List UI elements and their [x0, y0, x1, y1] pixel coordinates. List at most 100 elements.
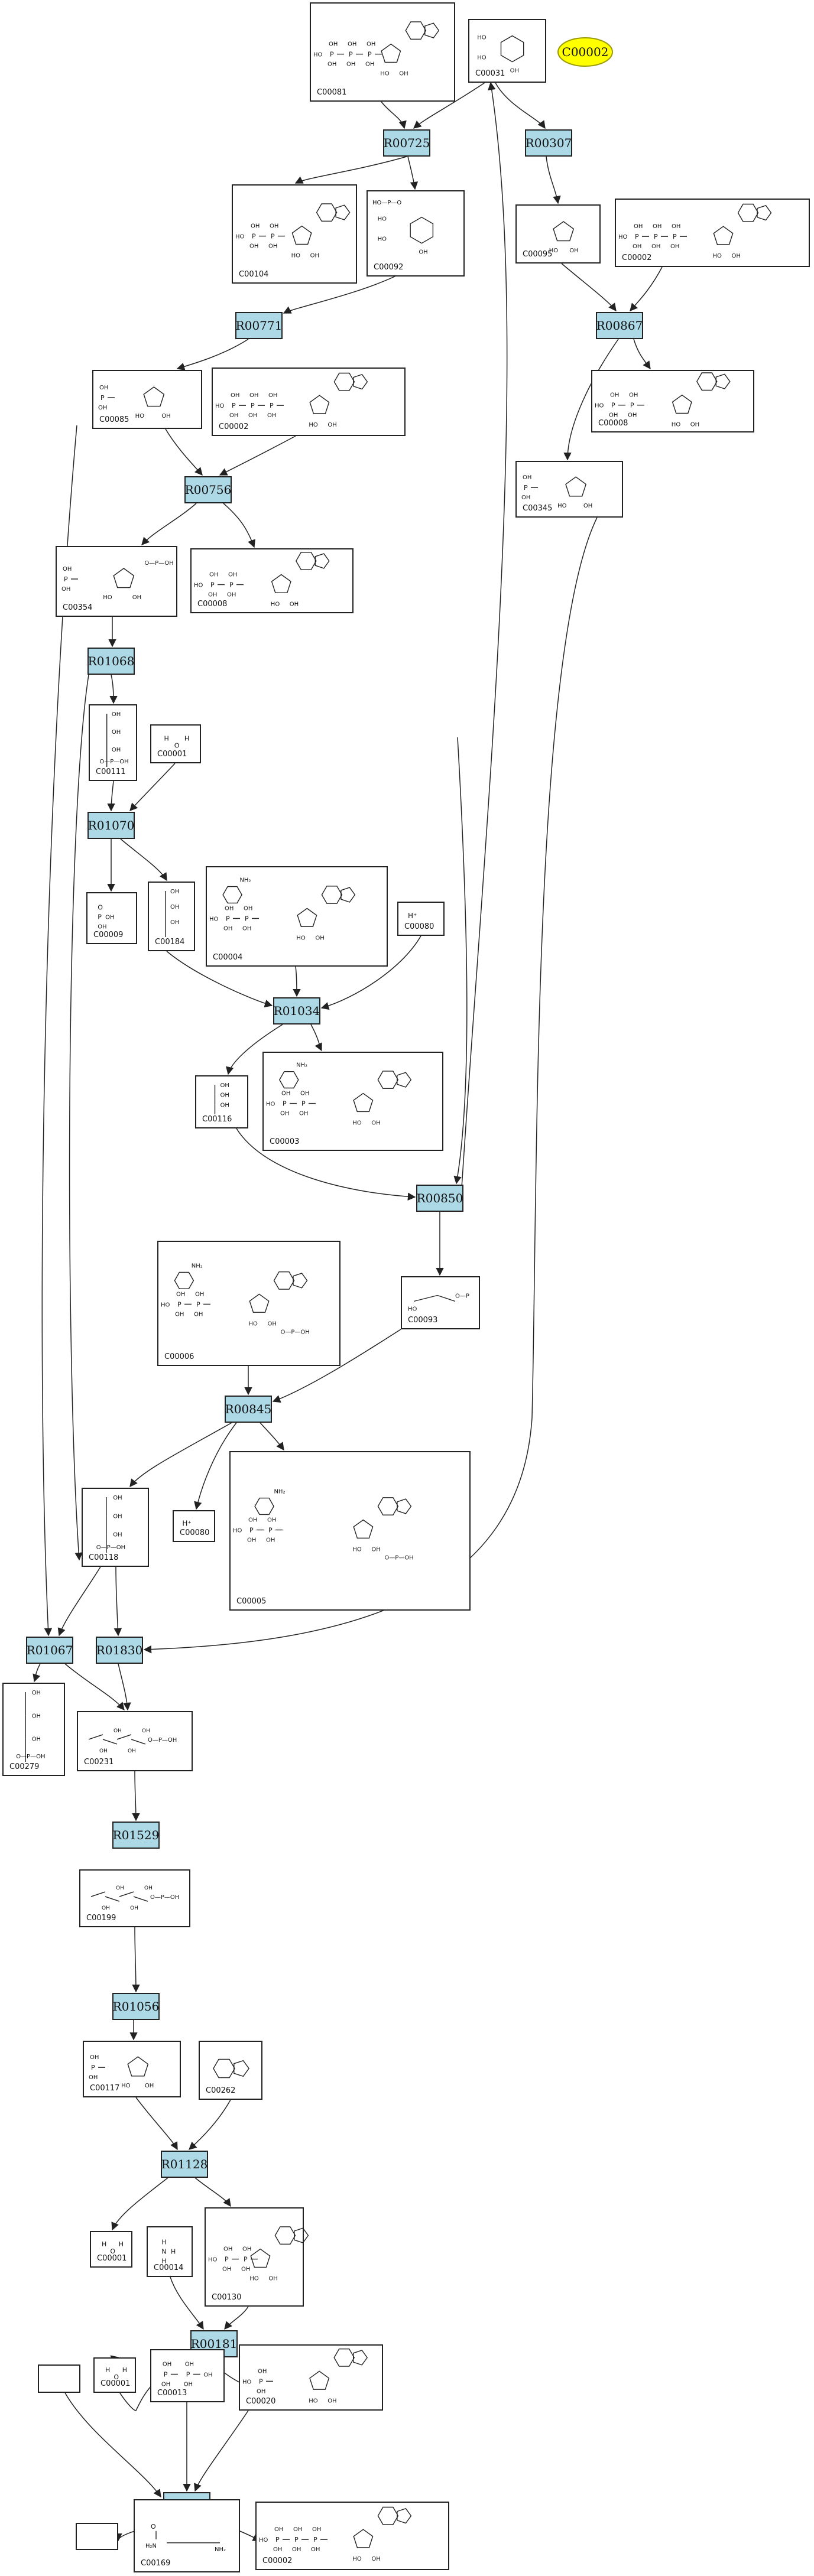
svg-text:NH₂: NH₂ [215, 2546, 226, 2553]
compound-id: C00001 [97, 2254, 127, 2263]
reaction-r01056[interactable]: R01056 [112, 1993, 160, 2020]
svg-text:OH: OH [220, 1102, 229, 1108]
svg-text:O—P—OH: O—P—OH [144, 560, 173, 567]
svg-text:OH: OH [523, 474, 531, 481]
svg-text:HO: HO [309, 2398, 318, 2404]
svg-text:OH: OH [194, 1311, 203, 1318]
compound-c00262[interactable]: C00262 [199, 2041, 262, 2100]
svg-text:P: P [259, 2377, 263, 2385]
reaction-r01128[interactable]: R01128 [161, 2151, 208, 2178]
svg-text:OH: OH [209, 572, 218, 578]
svg-text:H: H [184, 735, 189, 743]
svg-text:OH: OH [98, 405, 107, 411]
svg-text:OH: OH [268, 2276, 277, 2282]
svg-text:OH: OH [327, 2398, 336, 2404]
compound-id: C00095 [523, 250, 553, 259]
svg-text:P: P [330, 51, 334, 58]
reaction-r01034[interactable]: R01034 [273, 997, 320, 1024]
svg-text:OH: OH [651, 243, 660, 250]
reaction-r01068[interactable]: R01068 [87, 648, 135, 675]
reaction-r01067[interactable]: R01067 [26, 1637, 73, 1664]
compound-id: C00104 [239, 270, 269, 279]
svg-text:O—P—OH: O—P—OH [99, 759, 128, 765]
compound-c00080-top[interactable]: H⁺C00080 [397, 902, 445, 936]
svg-text:OH: OH [270, 223, 278, 230]
reaction-r00845[interactable]: R00845 [225, 1396, 272, 1423]
reaction-r01070[interactable]: R01070 [87, 812, 135, 839]
compound-id: C00081 [317, 88, 347, 97]
svg-text:H: H [105, 2366, 110, 2374]
reaction-r00867[interactable]: R00867 [596, 312, 643, 339]
svg-text:OH: OH [299, 1111, 308, 1117]
reaction-r00771[interactable]: R00771 [235, 312, 283, 339]
svg-text:OH: OH [248, 412, 257, 419]
svg-text:HO: HO [595, 403, 604, 409]
compound-id: C00111 [96, 767, 126, 776]
target-node[interactable]: C00002 [557, 37, 614, 67]
svg-text:HO: HO [161, 1302, 170, 1308]
compound-id: C00006 [164, 1352, 194, 1361]
reaction-r00307[interactable]: R00307 [525, 129, 572, 157]
compound-c00080-mid[interactable]: H⁺C00080 [173, 1510, 215, 1542]
svg-text:OH: OH [267, 412, 276, 419]
svg-text:OH: OH [257, 2388, 265, 2395]
svg-text:OH: OH [112, 711, 121, 718]
reaction-r01529[interactable]: R01529 [112, 1822, 160, 1849]
svg-text:H: H [102, 2240, 106, 2248]
svg-text:OH: OH [231, 392, 239, 399]
svg-text:O—P—OH: O—P—OH [281, 1329, 310, 1335]
reaction-r00725[interactable]: R00725 [383, 129, 430, 157]
svg-text:HO: HO [408, 1306, 417, 1313]
svg-text:O—P: O—P [455, 1293, 469, 1300]
svg-text:HO: HO [209, 916, 219, 923]
svg-text:OH: OH [315, 935, 324, 942]
svg-text:HO: HO [378, 216, 387, 223]
reaction-r00850[interactable]: R00850 [416, 1185, 463, 1212]
compound-id: C00093 [408, 1316, 438, 1325]
svg-text:H⁺: H⁺ [408, 912, 417, 920]
svg-text:P: P [301, 1100, 306, 1108]
svg-text:OH: OH [203, 2372, 212, 2379]
reaction-r00756[interactable]: R00756 [184, 476, 232, 503]
reaction-r01830[interactable]: R01830 [96, 1637, 143, 1664]
compound-c00093[interactable]: O—P HO C00093 [401, 1276, 480, 1329]
